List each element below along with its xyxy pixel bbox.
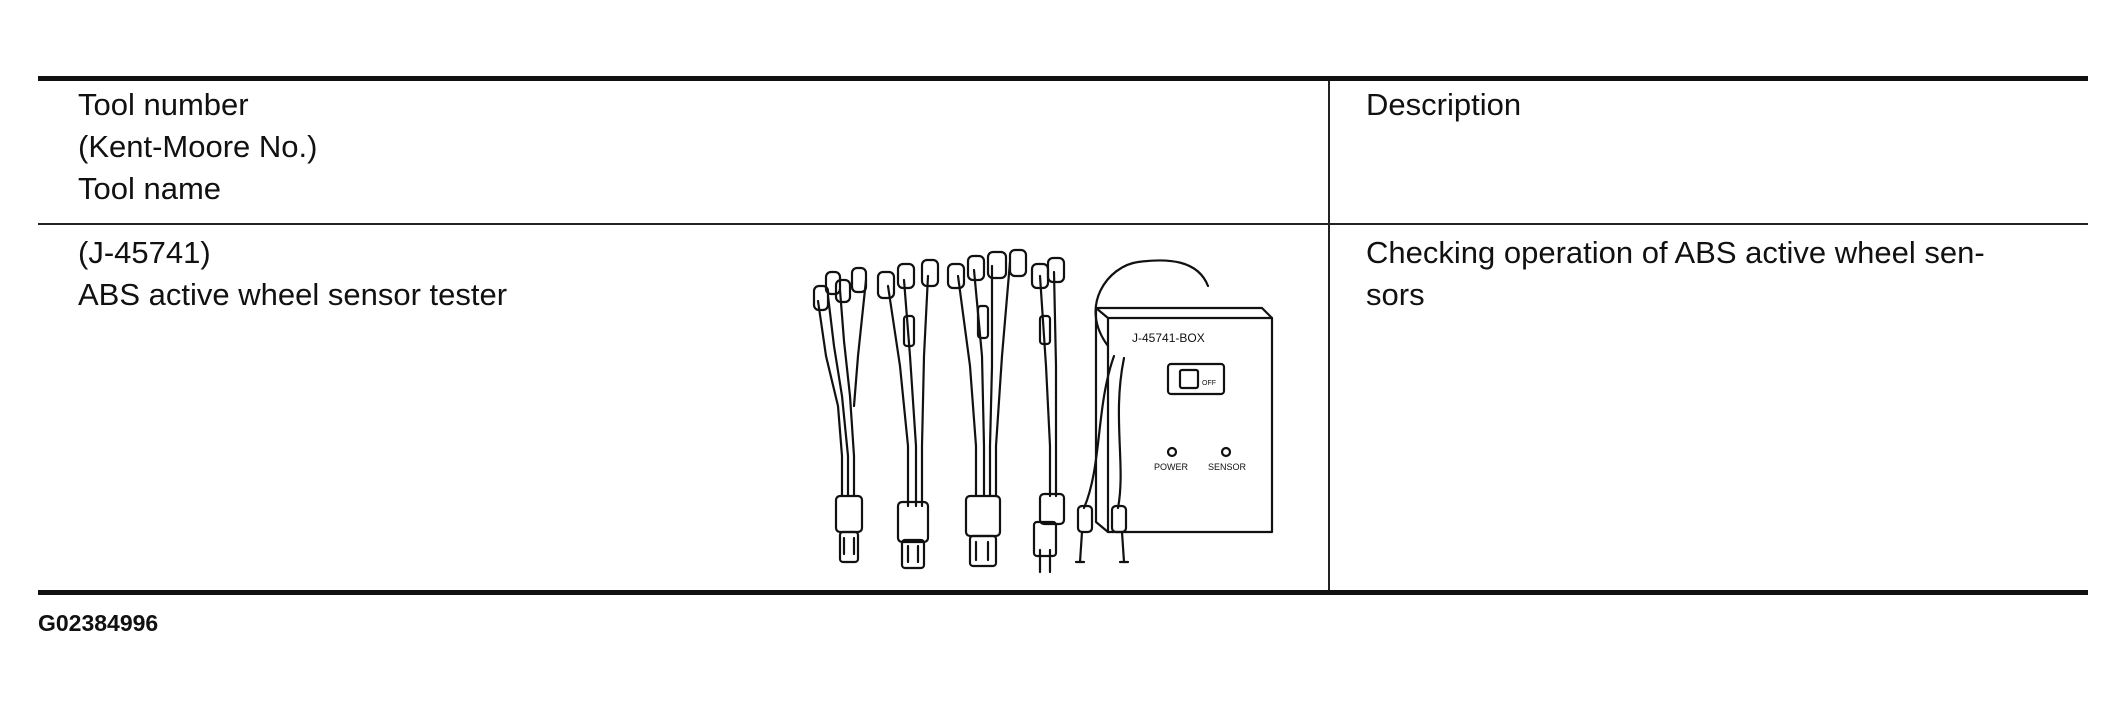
harness-connector-4 (1030, 256, 1066, 574)
description-line-1: Checking operation of ABS active wheel s… (1366, 235, 1985, 270)
header-tool-number: Tool number (78, 87, 249, 122)
column-divider (1328, 81, 1330, 593)
tester-box (1094, 306, 1274, 534)
table-bottom-rule (38, 590, 2088, 595)
header-kent-moore: (Kent-Moore No.) (78, 129, 318, 164)
switch-label: OFF (1202, 380, 1216, 387)
header-tool-name: Tool name (78, 171, 222, 206)
tool-name: ABS active wheel sensor tester (78, 277, 508, 312)
description-line-2: sors (1366, 277, 1425, 312)
sensor-indicator-icon (1220, 446, 1232, 458)
power-indicator-icon (1166, 446, 1178, 458)
figure-id: G02384996 (38, 610, 159, 636)
box-label: J-45741-BOX (1132, 331, 1205, 345)
tool-number: (J-45741) (78, 235, 211, 270)
power-label: POWER (1154, 462, 1189, 472)
header-divider (38, 223, 2088, 225)
harness-connector-3 (946, 248, 1028, 568)
harness-connector-2 (876, 258, 940, 570)
harness-connector-1 (812, 266, 868, 564)
table-top-rule (38, 76, 2088, 81)
header-description: Description (1366, 87, 1522, 122)
sensor-label: SENSOR (1208, 462, 1247, 472)
tester-illustration: J-45741-BOX OFF POWER SENSOR (812, 248, 1274, 574)
